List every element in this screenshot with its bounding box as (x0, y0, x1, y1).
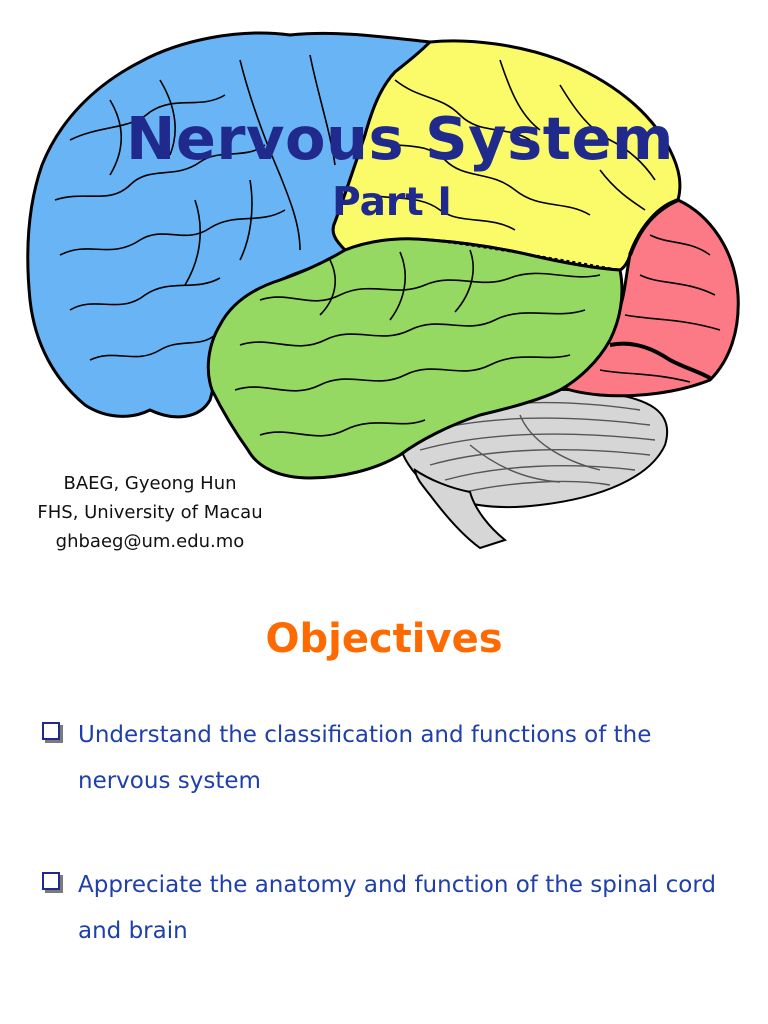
temporal-lobe (206, 237, 624, 480)
objective-text: Appreciate the anatomy and function of t… (78, 872, 716, 944)
author-email: ghbaeg@um.edu.mo (55, 531, 245, 552)
objective-text: Understand the classification and functi… (78, 722, 652, 794)
brain-lobes-illustration (26, 31, 740, 550)
brainstem-shape (413, 467, 508, 550)
title-slide: Nervous System Part I BAEG, Gyeong Hun F… (0, 31, 740, 556)
slide-subtitle: Part I (332, 180, 452, 225)
checkbox-bullet-icon (42, 872, 60, 890)
objectives-slide: Objectives Understand the classification… (0, 556, 768, 1024)
author-block: BAEG, Gyeong Hun FHS, University of Maca… (0, 469, 300, 556)
objectives-heading: Objectives (265, 616, 503, 662)
author-affiliation: FHS, University of Macau (37, 502, 263, 523)
slide-title: Nervous System (126, 104, 674, 173)
author-name: BAEG, Gyeong Hun (63, 473, 237, 494)
checkbox-bullet-icon (42, 722, 60, 740)
